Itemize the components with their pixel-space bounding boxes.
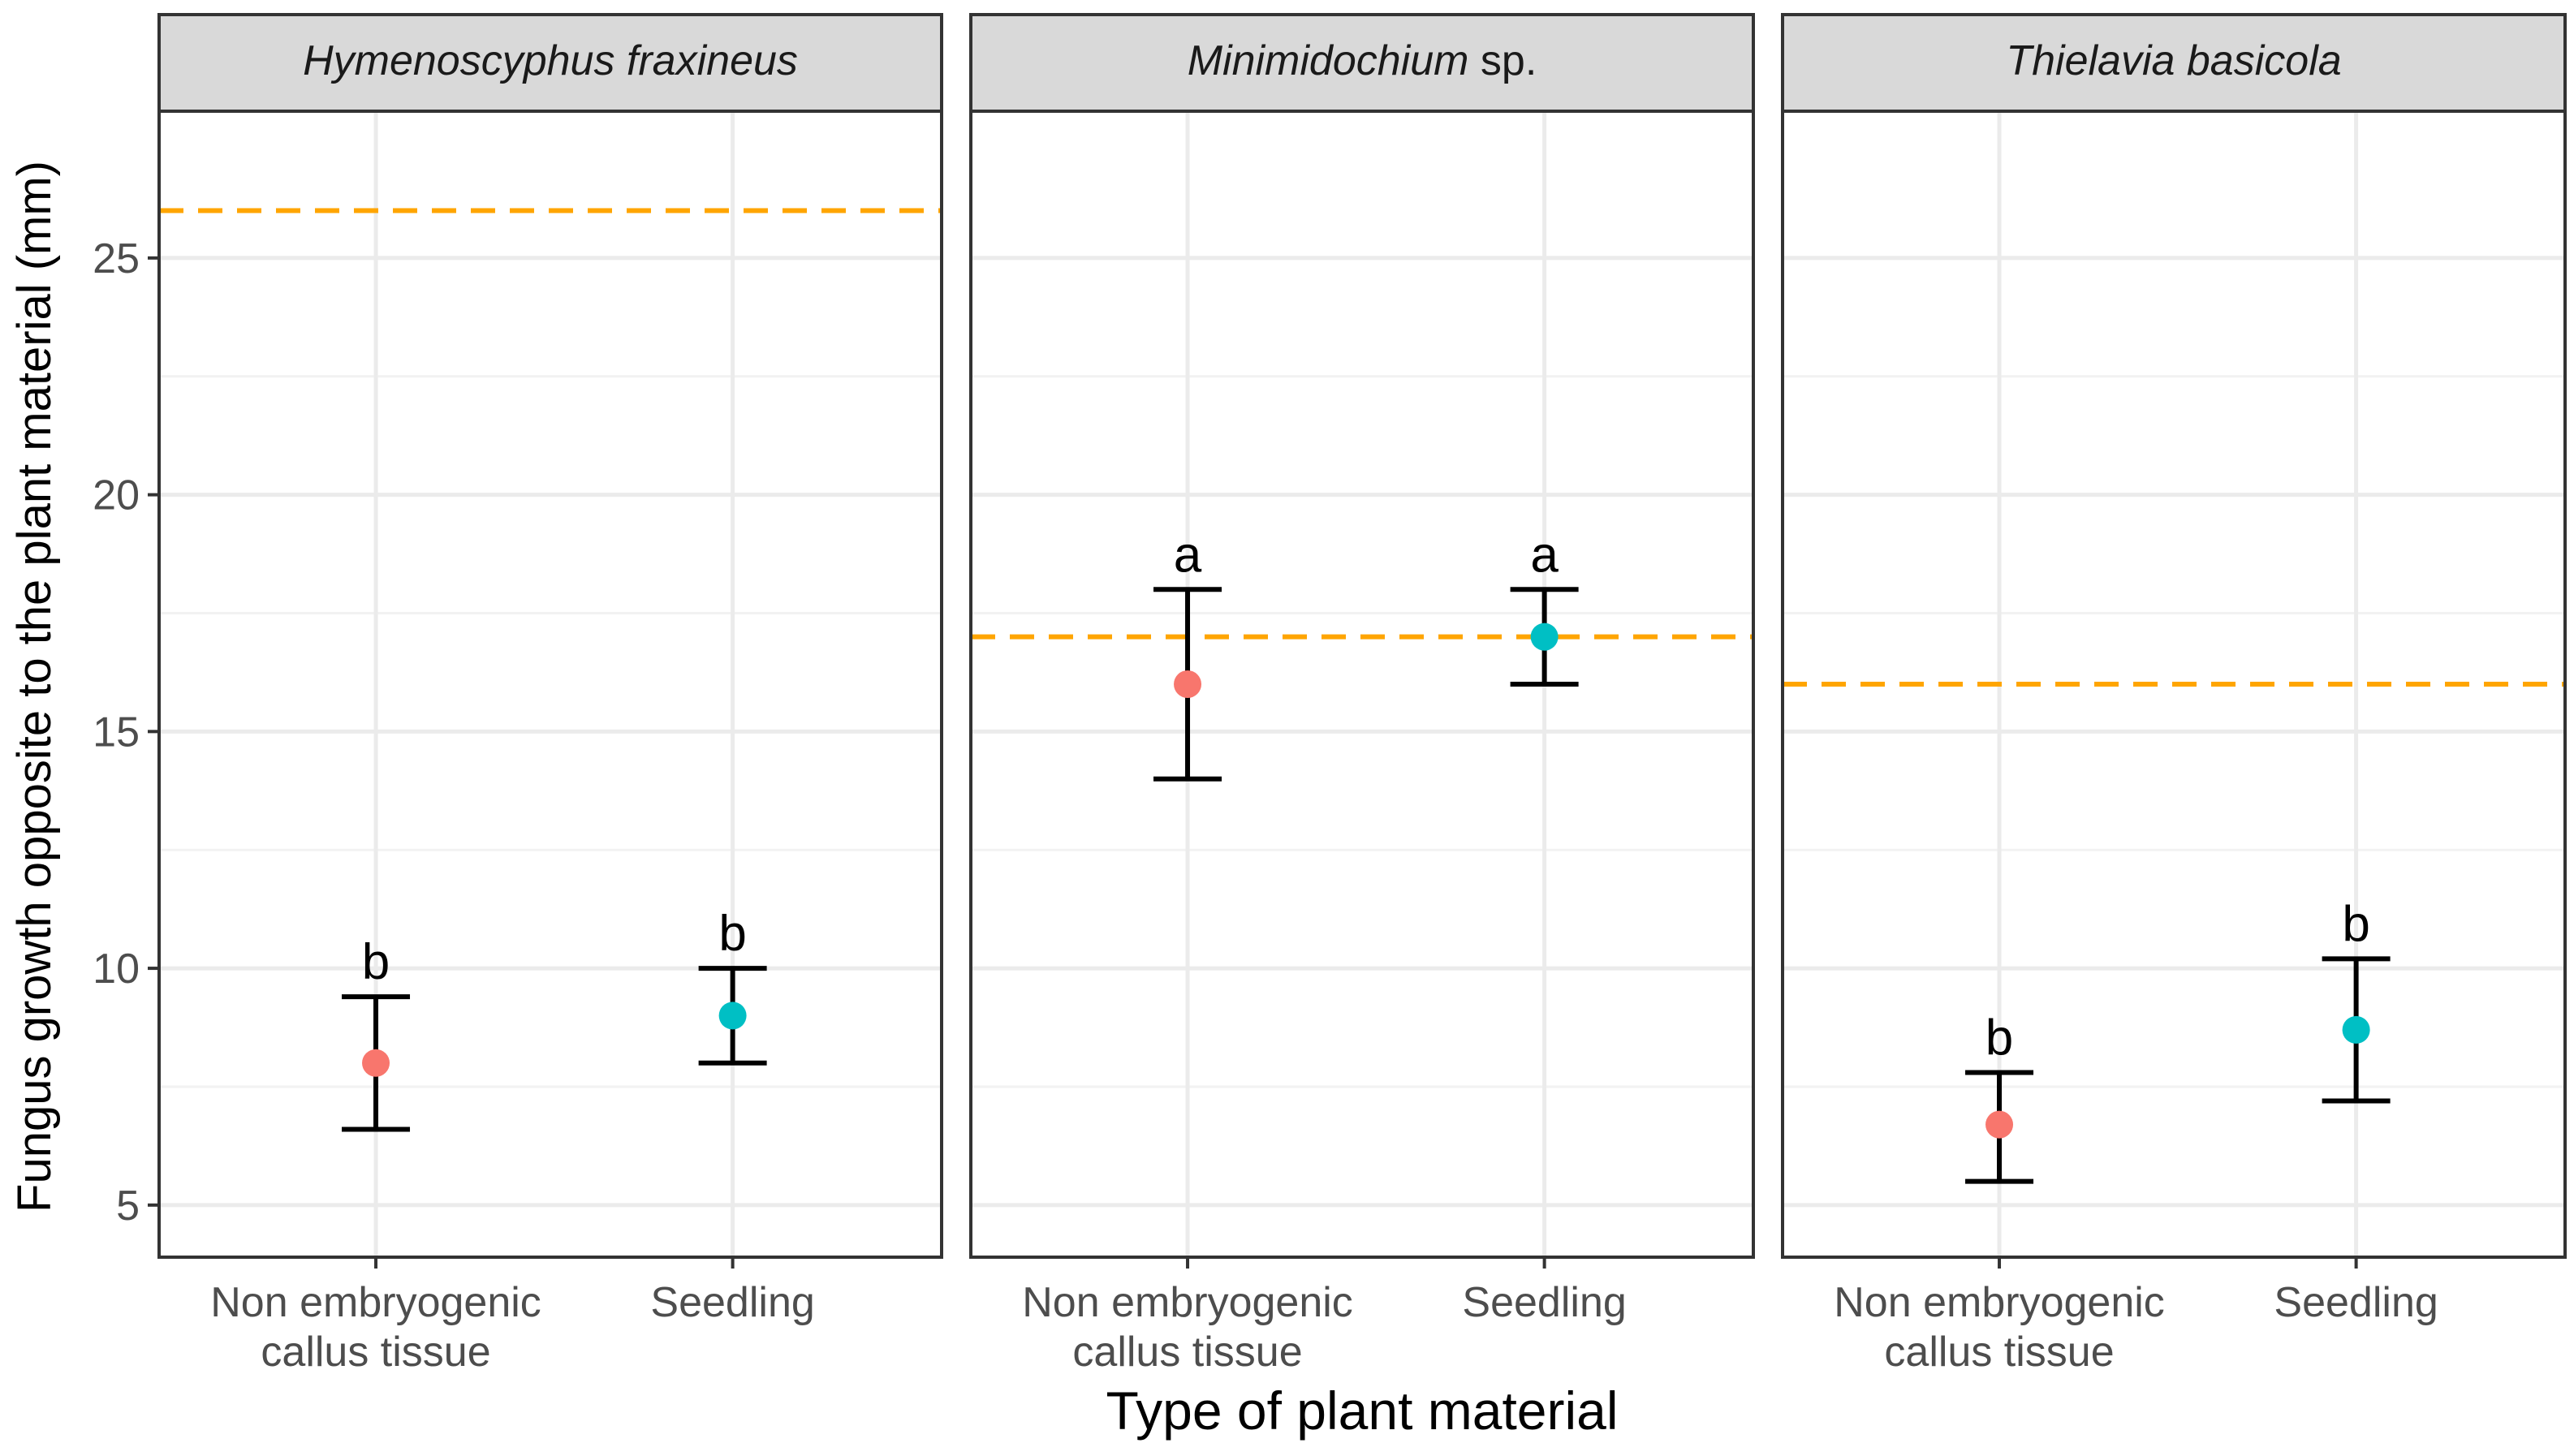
facet-title: Hymenoscyphus fraxineus bbox=[303, 37, 798, 84]
y-tick-label: 15 bbox=[93, 709, 140, 756]
x-tick-label-line2: callus tissue bbox=[1884, 1329, 2114, 1376]
mean-point bbox=[2342, 1015, 2370, 1044]
y-tick-label: 5 bbox=[116, 1182, 140, 1230]
facet-title-italic: Hymenoscyphus fraxineus bbox=[303, 37, 798, 84]
significance-letter: a bbox=[1530, 527, 1559, 583]
y-axis: 5 10 15 20 25 bbox=[93, 235, 159, 1230]
x-tick-label: Non embryogenic bbox=[210, 1279, 541, 1326]
mean-point bbox=[718, 1002, 747, 1030]
facet-title-italic: Thielavia basicola bbox=[2006, 37, 2341, 84]
x-tick-label: Seedling bbox=[2274, 1279, 2438, 1326]
mean-point bbox=[1530, 622, 1559, 651]
y-tick-label: 20 bbox=[93, 472, 140, 519]
facet-strip bbox=[1781, 13, 2567, 113]
y-axis-label: Fungus growth opposite to the plant mate… bbox=[8, 161, 61, 1213]
facet-title: Thielavia basicola bbox=[2006, 37, 2341, 84]
y-tick-label: 10 bbox=[93, 946, 140, 993]
significance-letter: b bbox=[362, 934, 390, 990]
y-tick-label: 25 bbox=[93, 235, 140, 282]
significance-letter: a bbox=[1174, 527, 1202, 583]
facet-strip bbox=[157, 13, 943, 113]
x-tick-label: Non embryogenic bbox=[1834, 1279, 2165, 1326]
mean-point bbox=[362, 1049, 390, 1077]
facet-strip bbox=[969, 13, 1755, 113]
panel-background bbox=[971, 111, 1753, 1257]
significance-letter: b bbox=[718, 906, 746, 962]
x-tick-label-line2: callus tissue bbox=[261, 1329, 490, 1376]
facet-title-plain: sp. bbox=[1468, 37, 1537, 84]
x-tick-label: Non embryogenic bbox=[1022, 1279, 1353, 1326]
x-tick-label: Seedling bbox=[650, 1279, 814, 1326]
facet-title: Minimidochium sp. bbox=[1188, 37, 1537, 84]
facet-panel: a a Minimidochium sp. Non embryogeniccallus… bbox=[969, 13, 1755, 1376]
mean-point bbox=[1985, 1110, 2014, 1139]
x-axis-label: Type of plant material bbox=[1106, 1381, 1619, 1441]
x-tick-label-line2: callus tissue bbox=[1072, 1329, 1302, 1376]
x-tick-label: Seedling bbox=[1462, 1279, 1626, 1326]
facet-title-italic: Minimidochium bbox=[1188, 37, 1469, 84]
mean-point bbox=[1174, 670, 1202, 698]
panel-background bbox=[159, 111, 942, 1257]
significance-letter: b bbox=[1985, 1010, 2013, 1066]
significance-letter: b bbox=[2342, 896, 2369, 952]
